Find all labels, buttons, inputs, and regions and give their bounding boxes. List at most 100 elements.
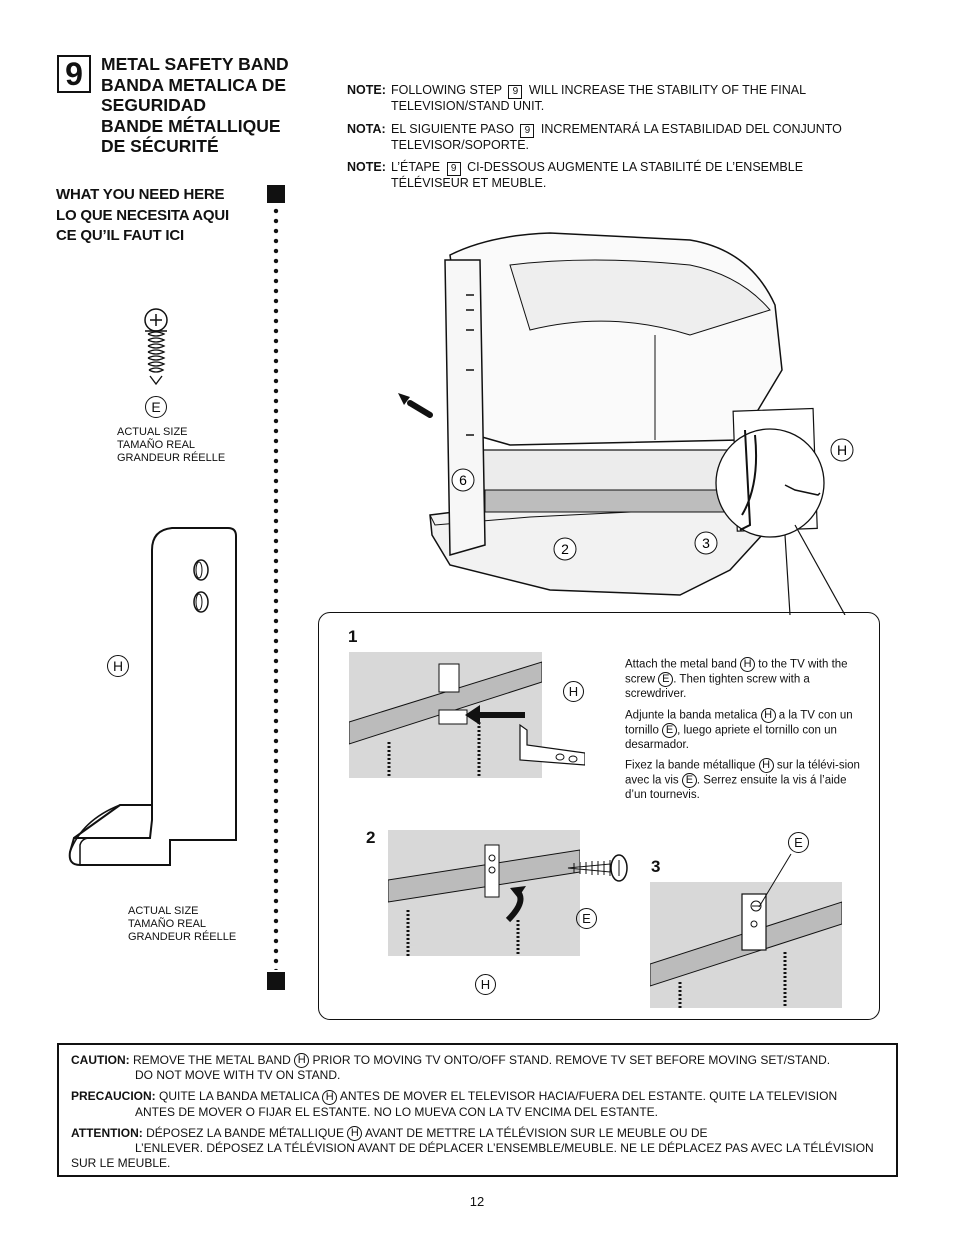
instruction-text: to the TV with the screw [625, 658, 848, 686]
screw-insert-icon [567, 854, 628, 882]
title-line: BANDE MÉTALLIQUE [101, 115, 281, 136]
instruction-text: Adjunte la banda metalica [625, 709, 758, 722]
separator-dotted-line [273, 206, 279, 970]
note-label: NOTA: [347, 121, 386, 136]
callout-2: 2 [561, 541, 569, 557]
caution-en: CAUTION: REMOVE THE METAL BAND H PRIOR T… [71, 1053, 884, 1083]
band-ref-circle: H [758, 758, 774, 774]
note-text: L’ÉTAPE [391, 160, 441, 174]
detail-photo-2 [388, 830, 580, 956]
band-ref-circle: H [294, 1053, 310, 1069]
instruction-text: sur la télévi-sion avec la vis [625, 759, 860, 787]
instruction-text: Attach the metal band [625, 658, 737, 671]
caption-line: GRANDEUR RÉELLE [128, 931, 237, 943]
title-line: METAL SAFETY BAND [101, 54, 289, 74]
caution-text: PRIOR TO MOVING TV ONTO/OFF STAND. REMOV… [312, 1053, 831, 1067]
need-line: CE QU’IL FAUT ICI [56, 227, 184, 244]
band-insert-arrow [465, 705, 585, 766]
need-line: WHAT YOU NEED HERE [56, 186, 225, 203]
detail-callout-e: E [788, 832, 809, 853]
caution-text: ANTES DE MOVER O FIJAR EL ESTANTE. NO LO… [135, 1104, 658, 1119]
caution-fr: ATTENTION: DÉPOSEZ LA BANDE MÉTALLIQUE H… [71, 1126, 884, 1171]
detail-callout-e: E [576, 908, 597, 929]
caution-text: AVANT DE METTRE LA TÉLÉVISION SUR LE MEU… [364, 1125, 708, 1140]
callout-3: 3 [702, 535, 710, 551]
caution-text: ANTES DE MOVER EL TELEVISOR HACIA/FUERA … [339, 1089, 838, 1104]
callout-h: H [837, 442, 847, 458]
detail-step-1: 1 [348, 627, 358, 646]
instruction-text: Fixez la bande métallique [625, 759, 756, 772]
step-title: METAL SAFETY BAND BANDA METALICA DE SEGU… [101, 54, 289, 157]
callout-6: 6 [459, 472, 467, 488]
note-text: EL SIGUIENTE PASO [391, 121, 514, 136]
caption-line: GRANDEUR RÉELLE [117, 452, 226, 464]
note-text: FOLLOWING STEP [391, 83, 502, 97]
screw-ref-circle: E [681, 773, 697, 789]
caution-label: CAUTION: [71, 1053, 130, 1067]
what-you-need-heading: WHAT YOU NEED HERE LO QUE NECESITA AQUI … [56, 185, 229, 247]
detail-panel [318, 612, 880, 1020]
screw-ref-circle: E [658, 672, 674, 688]
step-ref-box: 9 [508, 85, 523, 99]
caution-box: CAUTION: REMOVE THE METAL BAND H PRIOR T… [57, 1043, 898, 1177]
note-en: NOTE: FOLLOWING STEP 9 WILL INCREASE THE… [347, 83, 887, 115]
step-ref-box: 9 [446, 162, 461, 176]
note-label: NOTE: [347, 160, 386, 174]
note-es: NOTA: EL SIGUIENTE PASO 9 INCREMENTARÁ L… [347, 122, 887, 154]
caption-line: ACTUAL SIZE [117, 426, 188, 438]
note-text: TELEVISOR/SOPORTE. [391, 137, 530, 152]
caption-line: ACTUAL SIZE [128, 905, 199, 917]
band-ref-circle: H [740, 657, 756, 672]
note-label: NOTE: [347, 83, 386, 97]
note-text: WILL INCREASE THE STABILITY OF THE FINAL [528, 83, 807, 97]
instruction-text: , luego apriete el tornillo con un desar… [625, 724, 837, 751]
screw-label-circle: E [145, 396, 167, 418]
note-fr: NOTE: L’ÉTAPE 9 CI-DESSOUS AUGMENTE LA S… [347, 160, 887, 192]
caution-text: DÉPOSEZ LA BANDE MÉTALLIQUE [146, 1125, 344, 1140]
detail-callout-h: H [563, 681, 584, 702]
instruction-fr: Fixez la bande métallique H sur la télév… [625, 758, 870, 803]
actual-size-caption: ACTUAL SIZE TAMAÑO REAL GRANDEUR RÉELLE [128, 905, 236, 944]
title-line: SEGURIDAD [101, 95, 207, 115]
band-ref-circle: H [347, 1125, 363, 1141]
screw-icon [144, 308, 168, 386]
note-text: CI-DESSOUS AUGMENTE LA STABILITÉ DE L’EN… [467, 160, 804, 174]
instruction-text: a la TV con un tornillo [625, 709, 853, 737]
caution-text: REMOVE THE METAL BAND [133, 1053, 291, 1067]
callout-leader-line [758, 853, 792, 908]
detail-photo-3 [650, 882, 842, 1008]
title-line: DE SÉCURITÉ [101, 136, 219, 156]
title-line: BANDA METALICA DE [101, 74, 287, 95]
actual-size-caption: ACTUAL SIZE TAMAÑO REAL GRANDEUR RÉELLE [117, 426, 225, 465]
step-ref-box: 9 [520, 123, 535, 138]
caution-text: DO NOT MOVE WITH TV ON STAND. [135, 1068, 341, 1083]
instruction-en: Attach the metal band H to the TV with t… [625, 657, 870, 702]
page-number: 12 [469, 1194, 485, 1209]
caution-text: L’ENLEVER. DÉPOSEZ LA TÉLÉVISION AVANT D… [71, 1140, 874, 1170]
caption-line: TAMAÑO REAL [117, 439, 196, 451]
band-label-circle: H [107, 655, 129, 677]
detail-callout-h: H [475, 974, 496, 995]
note-text: INCREMENTARÁ LA ESTABILIDAD DEL CONJUNTO [540, 121, 842, 136]
need-line: LO QUE NECESITA AQUI [56, 206, 229, 224]
band-ref-circle: H [760, 707, 776, 723]
step-number-box: 9 [57, 55, 91, 93]
metal-band-icon [68, 527, 237, 866]
screw-ref-circle: E [662, 722, 678, 738]
detail-instructions: Attach the metal band H to the TV with t… [625, 657, 870, 809]
detail-step-3: 3 [651, 857, 661, 876]
caution-text: QUITE LA BANDA METALICA [159, 1089, 319, 1104]
caution-label: ATTENTION: [71, 1125, 143, 1140]
band-ref-circle: H [322, 1089, 338, 1105]
detail-step-2: 2 [366, 828, 376, 847]
instruction-es: Adjunte la banda metalica H a la TV con … [625, 707, 870, 753]
step-number: 9 [65, 55, 83, 92]
tv-on-stand-illustration: 6 2 3 H [398, 232, 854, 615]
separator-top-block [267, 185, 285, 203]
separator-bottom-block [267, 972, 285, 990]
caution-label: PRECAUCION: [71, 1089, 156, 1104]
note-text: TELEVISION/STAND UNIT. [391, 99, 545, 113]
caption-line: TAMAÑO REAL [128, 918, 207, 930]
notes-block: NOTE: FOLLOWING STEP 9 WILL INCREASE THE… [347, 83, 887, 199]
note-text: TÉLÉVISEUR ET MEUBLE. [391, 176, 547, 190]
